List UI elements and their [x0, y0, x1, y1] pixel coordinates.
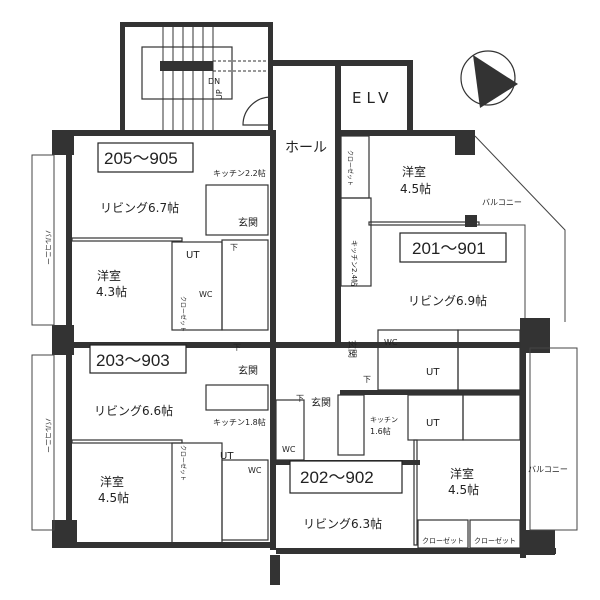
unit-205-shoe: 下	[230, 243, 238, 252]
unit-203-kitchen: キッチン1.8帖	[213, 417, 266, 427]
unit-205-bedroom: 洋室	[97, 268, 121, 283]
unit-203-utility: UT	[220, 451, 234, 462]
unit-202-number: 202〜902	[300, 468, 374, 487]
unit-201-wc: WC	[384, 338, 398, 347]
unit-201-balcony: バルコニー	[482, 198, 522, 207]
unit-205-wc: WC	[199, 290, 213, 299]
unit-202-living: リビング6.3帖	[303, 516, 382, 531]
stairs-down-label: DN	[208, 77, 220, 86]
unit-205-closet: クローゼット	[179, 296, 187, 332]
hall-label: ホール	[285, 140, 327, 156]
unit-205-bedroom-size: 4.3帖	[96, 284, 127, 299]
unit-203-balcony: バルコニー	[44, 418, 52, 453]
unit-201-number: 201〜901	[412, 239, 486, 258]
unit-201-living: リビング6.9帖	[408, 293, 487, 308]
unit-202-kitchen-size: 1.6帖	[370, 426, 391, 436]
unit-202-utility: UT	[426, 418, 440, 429]
unit-203-living: リビング6.6帖	[94, 403, 173, 418]
compass-icon	[460, 50, 518, 108]
unit-203-wc: WC	[248, 466, 262, 475]
unit-202-shoe: 下	[296, 394, 304, 403]
unit-201-kitchen: キッチン2.4帖	[350, 240, 359, 286]
unit-201: 201〜901 洋室 4.5帖 クローゼット キッチン2.4帖 バルコニー リビ…	[346, 150, 522, 384]
unit-201-closet: クローゼット	[346, 150, 354, 186]
elevator-label: ELV	[352, 89, 393, 107]
unit-205-balcony: バルコニー	[44, 230, 52, 265]
unit-202-bedroom: 洋室	[450, 466, 474, 481]
unit-203-bedroom-size: 4.5帖	[98, 490, 129, 505]
unit-203-entrance: 玄関	[238, 364, 258, 377]
unit-201-bedroom: 洋室	[402, 164, 426, 179]
unit-203-bedroom: 洋室	[100, 474, 124, 489]
unit-205: 205〜905 キッチン2.2帖 リビング6.7帖 玄関 下 UT 洋室 4.3…	[44, 142, 266, 332]
unit-205-entrance: 玄関	[238, 216, 258, 229]
balconies	[31, 135, 578, 531]
unit-201-utility: UT	[426, 367, 440, 378]
stairwell: DN UP	[120, 22, 273, 130]
unit-202-kitchen: キッチン	[370, 416, 398, 424]
unit-202-entrance: 玄関	[311, 396, 331, 409]
unit-202-closet-1: クローゼット	[422, 536, 464, 545]
unit-202-closet-2: クローゼット	[474, 536, 516, 545]
unit-205-number: 205〜905	[104, 149, 178, 168]
unit-202-bedroom-size: 4.5帖	[448, 482, 479, 497]
unit-205-utility: UT	[186, 250, 200, 261]
unit-205-kitchen: キッチン2.2帖	[213, 168, 266, 178]
unit-203-closet: クローゼット	[179, 445, 187, 481]
unit-203-number: 203〜903	[96, 351, 170, 370]
partitions	[71, 135, 521, 549]
stairs-up-label: UP	[215, 89, 224, 100]
unit-201-entrance: 玄関	[346, 340, 358, 358]
unit-205-living: リビング6.7帖	[100, 200, 179, 215]
elevator: ELV	[272, 60, 413, 132]
unit-202: 下 玄関 WC キッチン 1.6帖 UT 202〜902 洋室 4.5帖 リビン…	[282, 394, 568, 545]
unit-203-shoe: 下	[233, 343, 241, 352]
unit-202-balcony: バルコニー	[528, 465, 568, 474]
unit-201-shoe: 下	[363, 375, 371, 384]
unit-203: 203〜903 下 玄関 リビング6.6帖 キッチン1.8帖 UT WC 洋室 …	[44, 343, 266, 505]
unit-201-bedroom-size: 4.5帖	[400, 181, 431, 196]
unit-202-wc: WC	[282, 445, 296, 454]
